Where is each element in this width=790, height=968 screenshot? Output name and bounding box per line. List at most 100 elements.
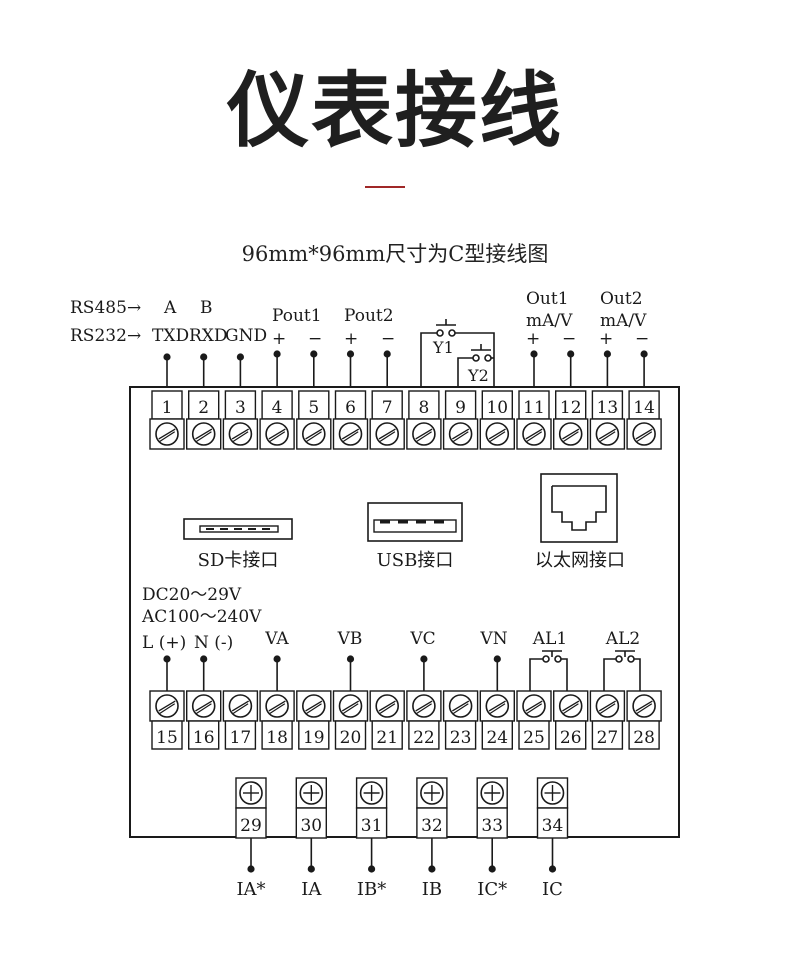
out1-unit: mA/V [526,311,573,331]
sd-card-port [183,518,293,540]
diagram-subtitle: 96mm*96mm尺寸为C型接线图 [241,242,549,266]
terminal-15: 15 [149,655,185,750]
terminal-22: 22 [406,655,442,750]
rs485-pin-b: B [200,298,213,318]
terminal-number: 10 [486,398,508,418]
terminal-11: 11 [516,350,552,450]
terminal-number: 20 [340,728,362,748]
pout1-label: Pout1 [272,306,322,326]
terminal-13: 13 [589,350,626,450]
terminal-1: 1 [149,353,185,450]
terminal-3: 3 [222,353,259,450]
terminal-number: 11 [523,398,545,418]
terminal-6: 6 [332,350,369,450]
pout2-minus: − [381,329,395,349]
terminal-number: 9 [455,398,466,418]
relay-y1-switch [420,319,495,387]
current-label-ia-star: IA* [236,879,265,900]
power-l-label: L (+) [142,633,186,653]
ethernet-label: 以太网接口 [535,550,625,571]
terminal-number: 21 [376,728,398,748]
terminal-26: 26 [553,690,589,750]
terminal-number: 29 [240,816,262,836]
pout1-minus: − [308,329,322,349]
terminal-9: 9 [442,390,479,450]
terminal-4: 4 [259,350,295,450]
terminal-number: 5 [308,398,319,418]
terminal-number: 24 [486,728,508,748]
terminal-10: 10 [479,390,515,450]
terminal-number: 17 [230,728,252,748]
terminal-20: 20 [332,655,369,750]
terminal-21: 21 [369,690,405,750]
out2-minus: − [635,329,649,349]
terminal-number: 18 [266,728,288,748]
power-dc-range: DC20～29V [142,585,242,605]
usb-label: USB接口 [377,550,454,571]
terminal-25: 25 [516,690,552,750]
current-label-ib-star: IB* [357,879,386,900]
rs232-pin-rxd: RXD [189,326,228,346]
terminal-19: 19 [296,690,332,750]
out2-label: Out2 [600,289,643,309]
current-label-ia: IA [301,879,322,900]
alarm-al1-label: AL1 [532,629,567,649]
terminal-number: 16 [193,728,215,748]
usb-port [367,502,463,542]
terminal-number: 28 [633,728,655,748]
out1-plus: + [526,329,540,349]
out1-label: Out1 [526,289,569,309]
terminal-number: 3 [235,398,246,418]
voltage-va-label: VA [264,629,289,649]
rs232-arrow: → [127,326,141,346]
relay-y1-label: Y1 [432,338,454,357]
rs232-pin-gnd: GND [225,326,267,346]
terminal-8: 8 [406,390,442,450]
terminal-number: 27 [597,728,619,748]
terminal-number: 25 [523,728,545,748]
terminal-5: 5 [296,350,332,450]
terminal-number: 31 [361,816,383,836]
page-title: 仪表接线 [226,64,563,159]
terminal-number: 6 [345,398,356,418]
terminal-24: 24 [479,655,515,750]
meter-housing [129,386,680,838]
terminal-number: 23 [450,728,472,748]
terminal-number: 4 [272,398,283,418]
rs232-label: RS232 [70,326,127,346]
current-label-ic: IC [542,879,563,900]
terminal-number: 30 [300,816,322,836]
terminal-18: 18 [259,655,295,750]
terminal-number: 2 [198,398,209,418]
terminal-14: 14 [626,350,662,450]
pout1-plus: + [272,329,286,349]
pout2-plus: + [344,329,358,349]
rs485-arrow: → [127,298,141,318]
terminal-23: 23 [442,690,479,750]
terminal-16: 16 [185,655,222,750]
alarm-al1-switch [529,650,568,691]
title-divider [365,186,405,188]
terminal-number: 8 [418,398,429,418]
current-label-ib: IB [422,879,442,900]
alarm-al2-switch [603,650,641,691]
sd-card-label: SD卡接口 [198,550,279,571]
out1-minus: − [562,329,576,349]
terminal-7: 7 [369,350,405,450]
terminal-17: 17 [222,690,259,750]
rs485-label: RS485 [70,298,127,318]
terminal-28: 28 [626,690,662,750]
voltage-vb-label: VB [337,629,363,649]
current-label-ic-star: IC* [477,879,507,900]
voltage-vn-label: VN [479,629,507,649]
middle-terminal-block: 15 16 17 18 19 20 21 22 23 24 25 26 27 28 [149,655,662,750]
relay-y2-label: Y2 [467,366,489,385]
